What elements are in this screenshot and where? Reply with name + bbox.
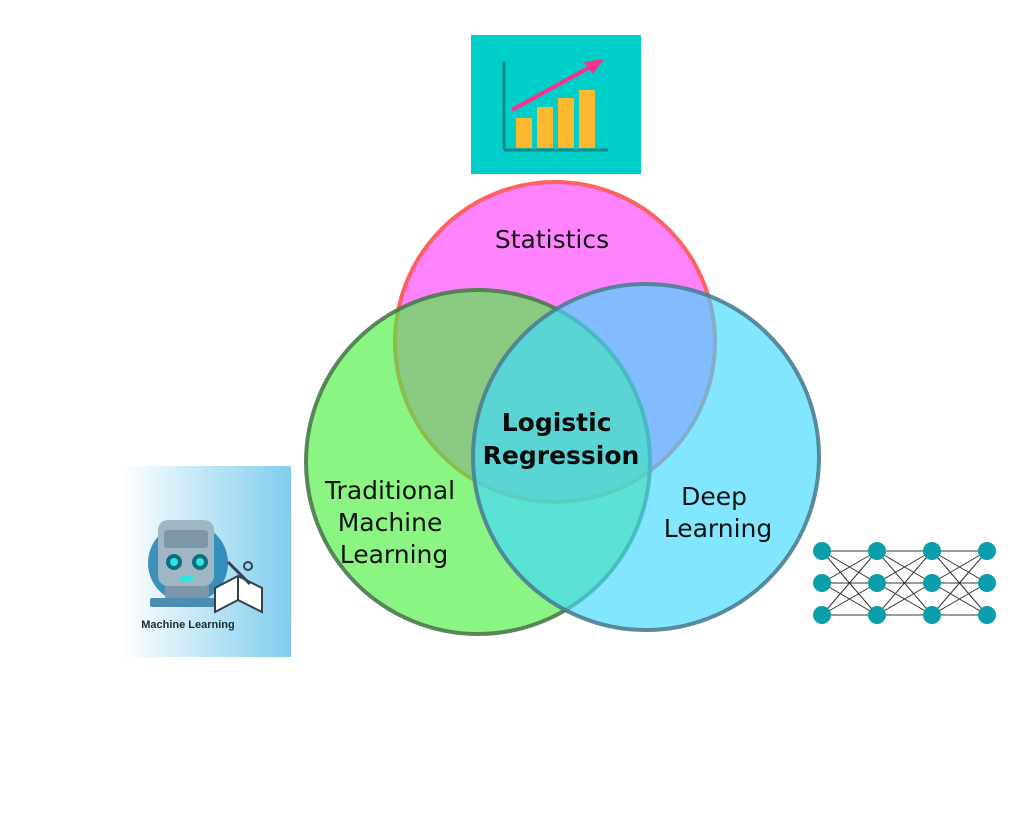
nn-edge bbox=[931, 582, 988, 616]
nn-edge bbox=[821, 582, 878, 616]
neural-network-icon bbox=[813, 542, 996, 624]
nn-node bbox=[923, 574, 941, 592]
nn-node bbox=[813, 542, 831, 560]
nn-edge bbox=[876, 550, 933, 616]
nn-node bbox=[923, 542, 941, 560]
circle-deep-learning bbox=[471, 282, 821, 632]
nn-node bbox=[868, 574, 886, 592]
nn-node bbox=[813, 574, 831, 592]
nn-edge bbox=[876, 550, 933, 584]
machine-learning-robot-icon: Machine Learning bbox=[121, 466, 291, 657]
nn-node bbox=[813, 606, 831, 624]
nn-node bbox=[868, 606, 886, 624]
nn-node bbox=[923, 606, 941, 624]
nn-node bbox=[978, 542, 996, 560]
bar-chart-growth-icon bbox=[471, 35, 641, 174]
nn-edge bbox=[931, 550, 988, 584]
label-deep-learning: Deep Learning bbox=[664, 482, 773, 543]
nn-node bbox=[978, 606, 996, 624]
nn-edge bbox=[821, 550, 878, 584]
nn-edge bbox=[931, 550, 988, 616]
label-statistics: Statistics bbox=[495, 225, 609, 254]
label-traditional-ml: Traditional Machine Learning bbox=[324, 476, 463, 569]
nn-node bbox=[868, 542, 886, 560]
label-logistic-regression: Logistic Regression bbox=[483, 408, 640, 470]
nn-edge bbox=[821, 550, 878, 616]
ml-icon-caption: Machine Learning bbox=[141, 619, 235, 631]
nn-edge bbox=[876, 582, 933, 616]
nn-node bbox=[978, 574, 996, 592]
